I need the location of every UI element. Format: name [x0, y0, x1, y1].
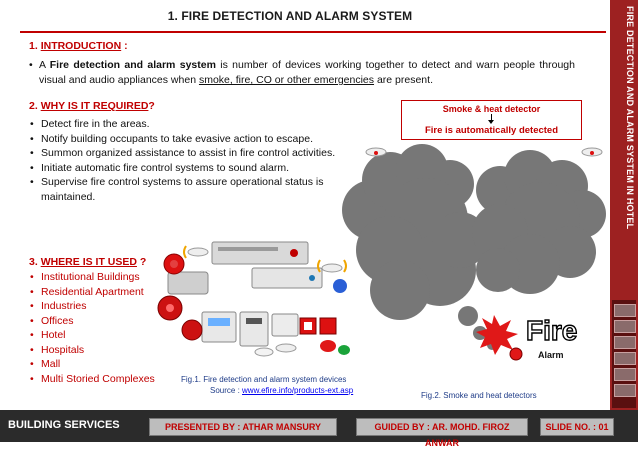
intro-text-2: is number of devices working together to… — [39, 59, 575, 86]
thumbnail — [614, 368, 636, 381]
intro-bold: Fire detection and alarm system — [49, 59, 216, 71]
thumbnail — [614, 320, 636, 333]
where-heading-prefix: 3. — [29, 256, 41, 268]
list-item: Notify building occupants to take evasiv… — [29, 132, 339, 147]
where-list: Institutional Buildings Residential Apar… — [29, 270, 179, 386]
arrow-down-icon — [488, 114, 494, 124]
why-list: Detect fire in the areas. Notify buildin… — [29, 117, 339, 204]
intro-heading-prefix: 1. — [29, 40, 41, 52]
list-item: Summon organized assistance to assist in… — [29, 146, 339, 161]
intro-underline: smoke, fire, CO or other emergencies — [198, 74, 375, 86]
where-heading-text: WHERE IS IT USED — [40, 256, 137, 268]
sidebar-thumbnails — [612, 300, 636, 408]
footer-course: BUILDING SERVICES — [8, 419, 120, 431]
list-item: Institutional Buildings — [29, 270, 179, 285]
fig1-source: Source : www.efire.info/products-ext.asp — [210, 386, 353, 395]
intro-heading: 1. INTRODUCTION : — [29, 40, 128, 52]
list-item: Multi Storied Complexes — [29, 372, 179, 387]
list-item: Offices — [29, 314, 179, 329]
detector-callout: Smoke & heat detector Fire is automatica… — [401, 100, 582, 140]
smoke-detector-icon — [365, 147, 387, 157]
footer-slide-number: SLIDE NO. : 01 — [540, 418, 614, 436]
intro-paragraph: • A Fire detection and alarm system is n… — [29, 59, 575, 86]
fig1-source-label: Source : — [210, 386, 243, 395]
where-heading-suffix: ? — [136, 256, 147, 268]
detector-callout-title: Smoke & heat detector — [442, 104, 541, 114]
fire-explosion-icon — [476, 315, 518, 355]
list-item: Initiate automatic fire control systems … — [29, 161, 339, 176]
footer-guided-by: GUIDED BY : AR. MOHD. FIROZ ANWAR — [356, 418, 528, 448]
why-heading: 2. WHY IS IT REQUIRED? — [29, 100, 155, 112]
list-item: Hotel — [29, 328, 179, 343]
smoke-cloud-left — [342, 144, 488, 320]
list-item: Detect fire in the areas. — [29, 117, 339, 132]
thumbnail — [614, 336, 636, 349]
thumbnail — [614, 384, 636, 397]
list-item: Mall — [29, 357, 179, 372]
slide-title: 1. FIRE DETECTION AND ALARM SYSTEM — [167, 9, 413, 23]
list-item: Hospitals — [29, 343, 179, 358]
intro-text-3: are present. — [374, 74, 433, 86]
smoke-detector-icon — [581, 147, 603, 157]
smoke-detection-diagram: Fire Alarm — [342, 144, 606, 361]
fire-label: Fire — [526, 315, 577, 346]
where-heading: 3. WHERE IS IT USED ? — [29, 256, 146, 268]
fig1-caption: Fig.1. Fire detection and alarm system d… — [181, 375, 347, 384]
alarm-bell-icon — [509, 347, 523, 361]
intro-heading-suffix: : — [121, 40, 128, 52]
smoke-cloud-right — [472, 150, 606, 294]
fig1-source-link[interactable]: www.efire.info/products-ext.asp — [242, 386, 354, 395]
sidebar-title: FIRE DETECTION AND ALARM SYSTEM IN HOTEL — [625, 6, 635, 230]
why-heading-prefix: 2. — [29, 100, 41, 112]
intro-heading-text: INTRODUCTION — [40, 40, 122, 52]
list-item: Industries — [29, 299, 179, 314]
thumbnail — [614, 352, 636, 365]
fig2-caption: Fig.2. Smoke and heat detectors — [421, 391, 537, 400]
why-heading-suffix: ? — [148, 100, 155, 112]
thumbnail — [614, 304, 636, 317]
alarm-label: Alarm — [538, 350, 564, 360]
title-divider — [20, 31, 606, 33]
intro-text-1: A — [39, 59, 50, 71]
detector-callout-subtitle: Fire is automatically detected — [424, 125, 559, 136]
sidebar: FIRE DETECTION AND ALARM SYSTEM IN HOTEL — [610, 0, 638, 410]
list-item: Residential Apartment — [29, 285, 179, 300]
why-heading-text: WHY IS IT REQUIRED — [40, 100, 149, 112]
footer-presented-by: PRESENTED BY : ATHAR MANSURY — [149, 418, 337, 436]
list-item: Supervise fire control systems to assure… — [29, 175, 339, 204]
fire-devices-image — [157, 241, 350, 357]
